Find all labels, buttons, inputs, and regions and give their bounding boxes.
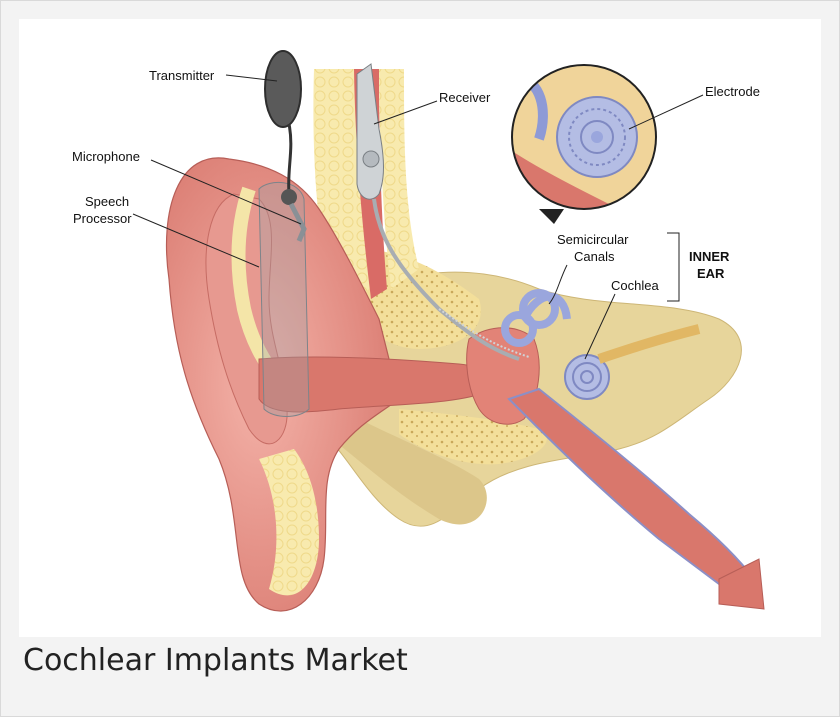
label-transmitter: Transmitter: [149, 68, 215, 83]
label-processor: Processor: [73, 211, 132, 226]
ear-diagram: Transmitter Receiver Microphone Speech P…: [19, 19, 821, 637]
label-electrode: Electrode: [705, 84, 760, 99]
label-microphone: Microphone: [72, 149, 140, 164]
receiver-magnet: [363, 151, 379, 167]
label-cochlea: Cochlea: [611, 278, 659, 293]
label-semicircular: Semicircular: [557, 232, 629, 247]
label-canals: Canals: [574, 249, 615, 264]
microphone-head: [281, 189, 297, 205]
electrode-inset: [509, 64, 659, 224]
ear-anatomy-illustration: Transmitter Receiver Microphone Speech P…: [19, 19, 821, 637]
inset-pointer: [539, 209, 564, 224]
label-inner: INNER: [689, 249, 730, 264]
transmitter-coil: [265, 51, 301, 127]
speech-processor-body: [259, 182, 309, 416]
label-receiver: Receiver: [439, 90, 491, 105]
label-speech: Speech: [85, 194, 129, 209]
image-caption: Cochlear Implants Market: [23, 643, 408, 678]
inner-ear-bracket: [667, 233, 679, 301]
label-ear: EAR: [697, 266, 725, 281]
